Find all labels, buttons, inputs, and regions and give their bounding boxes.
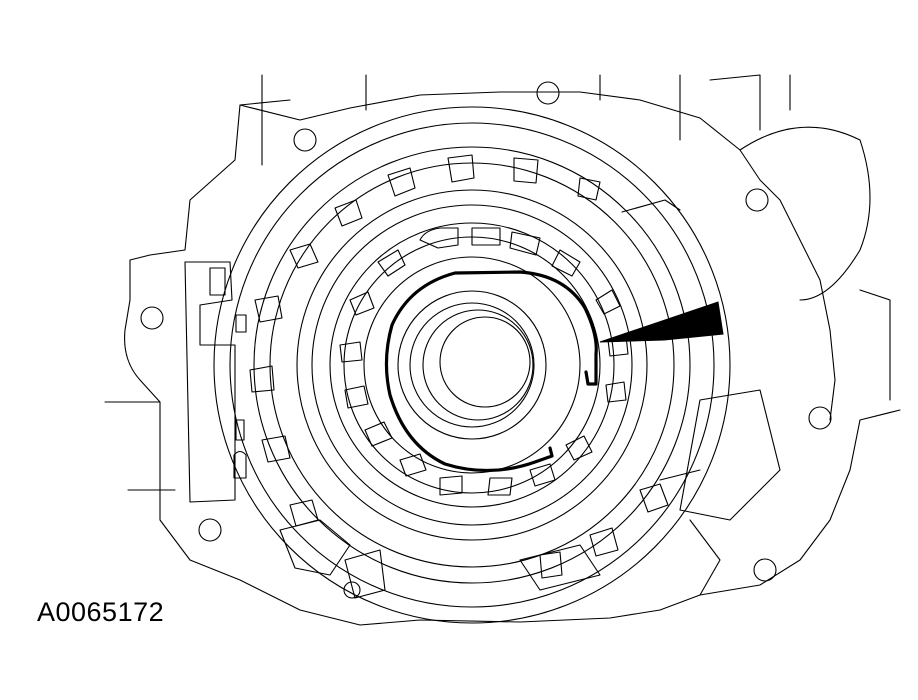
pump-body-rings [213,106,731,624]
lower-structures [279,389,781,599]
figure-id-label: A0065172 [37,597,165,627]
mounting-bolt-holes [140,81,832,582]
outer-housing [104,74,901,626]
inner-stator-teeth [339,227,629,496]
arrow-left-icon [599,301,724,343]
valve-body-left [184,261,247,503]
arrow-callout [599,301,724,343]
outer-clutch-tabs [249,154,681,579]
snap-ring [384,270,598,473]
